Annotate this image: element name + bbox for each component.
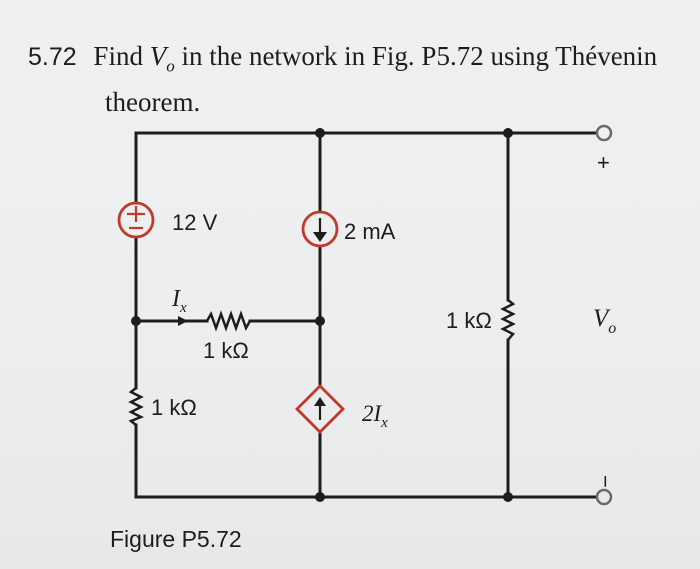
controlled-source-label: 2Ix [362, 401, 388, 431]
resistor-right-label: 1 kΩ [446, 308, 492, 333]
voltage-source-label: 12 V [172, 210, 218, 235]
resistor-mid-label: 1 kΩ [203, 338, 249, 363]
current-down-arrow-icon [313, 218, 327, 242]
resistor-left-label: 1 kΩ [151, 395, 197, 420]
resistor-right [500, 299, 516, 341]
problem-text-part2: in the network in Fig. P5.72 using Théve… [181, 41, 658, 71]
problem-variable: Vo [149, 41, 175, 76]
output-voltage-label: Vo [593, 305, 616, 337]
current-up-arrow-icon [314, 397, 326, 420]
current-source-icon [301, 210, 339, 248]
output-terminal-top [595, 124, 613, 142]
problem-statement: 5.72 Find Vo in the network in Fig. P5.7… [28, 38, 698, 120]
ix-direction-arrow-icon [178, 316, 188, 326]
voltage-source-icon [117, 201, 155, 239]
output-plus-label: + [597, 150, 610, 175]
output-terminal-bottom [595, 488, 613, 506]
current-source-label: 2 mA [344, 219, 396, 244]
problem-text-line2: theorem. [105, 87, 201, 118]
node-dot-top-center [315, 128, 325, 138]
figure-caption: Figure P5.72 [110, 526, 242, 552]
node-dot-left-mid [131, 316, 141, 326]
current-ix-label: Ix [171, 286, 187, 316]
output-minus-label: − [593, 475, 618, 488]
problem-text-part1: Find [93, 41, 143, 71]
node-dot-bottom-right [503, 492, 513, 502]
resistor-left [128, 387, 145, 426]
resistor-mid [205, 310, 252, 332]
dependent-current-source-icon [295, 384, 345, 434]
node-dot-top-right [503, 128, 513, 138]
problem-number: 5.72 [28, 43, 77, 71]
node-dot-bottom-center [315, 492, 325, 502]
node-dot-center-mid [315, 316, 325, 326]
